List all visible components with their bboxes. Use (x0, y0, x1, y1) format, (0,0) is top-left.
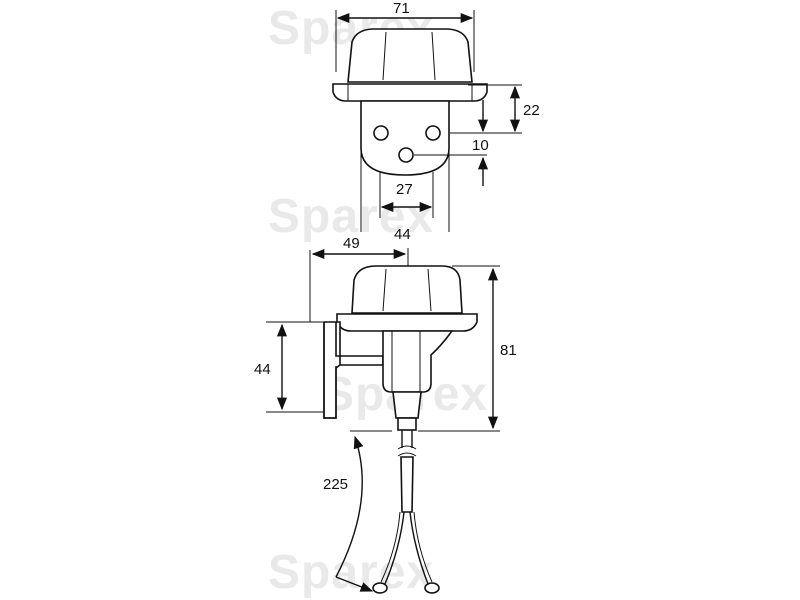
top-view-dimensions: 71 22 10 27 (335, 0, 540, 232)
front-bracket-leg (323, 322, 337, 419)
front-lens-rib-right (427, 268, 432, 312)
dim-label-71: 71 (393, 0, 410, 17)
watermark-middle: Sparex (268, 190, 434, 243)
wire-right-outer (413, 511, 433, 583)
cable-break-bottom (397, 452, 417, 457)
terminal-left (372, 582, 388, 594)
wire-left (384, 511, 405, 585)
watermark-group: Sparex Sparex Sparex Sparex (268, 2, 487, 599)
dim-label-44-top: 44 (394, 226, 411, 243)
mount-hole-left (373, 125, 389, 141)
dim-label-27: 27 (396, 181, 413, 198)
dim-label-81: 81 (500, 342, 517, 359)
dim-label-49: 49 (343, 235, 360, 252)
top-base-flange (332, 83, 488, 102)
top-lens-dome (347, 28, 473, 83)
dim-label-225: 225 (323, 476, 348, 493)
front-lens-dome (351, 265, 463, 314)
mount-hole-bottom (398, 147, 414, 163)
wire-right (409, 511, 429, 585)
terminal-right (424, 582, 440, 594)
dim-arc-225 (335, 435, 364, 578)
front-gland-nut (397, 417, 417, 431)
cable-sheath (400, 456, 414, 513)
top-view (332, 28, 488, 176)
top-lens-rib-left (382, 31, 387, 81)
dim-arrow-225-end (335, 576, 374, 592)
front-lens-rib-left (382, 268, 387, 312)
dim-label-22: 22 (523, 102, 540, 119)
front-housing-body (382, 330, 454, 393)
top-lens-rib-right (431, 31, 436, 81)
wire-left-outer (380, 511, 401, 583)
front-view-dimensions: 49 44 44 81 225 (254, 226, 517, 592)
watermark-bottom: Sparex (268, 546, 434, 599)
cable-break-top (397, 445, 417, 450)
mount-hole-right (425, 125, 441, 141)
dim-label-10: 10 (472, 137, 489, 154)
front-flange (336, 313, 478, 332)
front-cable-gland (392, 391, 422, 419)
front-view (323, 265, 478, 594)
dim-label-44-side: 44 (254, 361, 271, 378)
